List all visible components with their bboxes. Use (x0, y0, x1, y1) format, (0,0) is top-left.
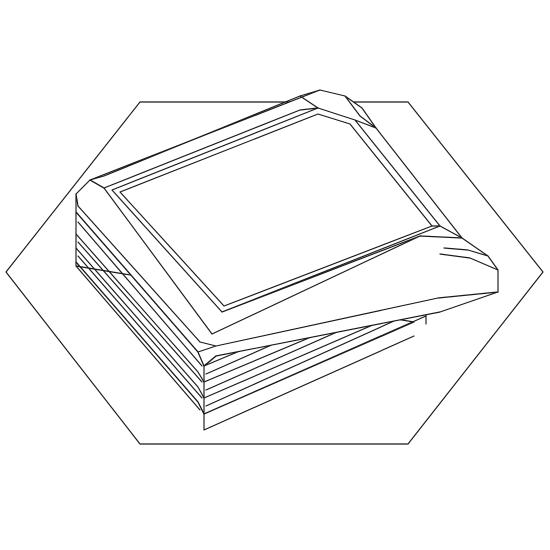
hexagon-frame (5, 101, 544, 445)
top-sheet-outline (75, 89, 499, 367)
inner-panel (111, 107, 441, 313)
top-sheet (75, 89, 499, 367)
